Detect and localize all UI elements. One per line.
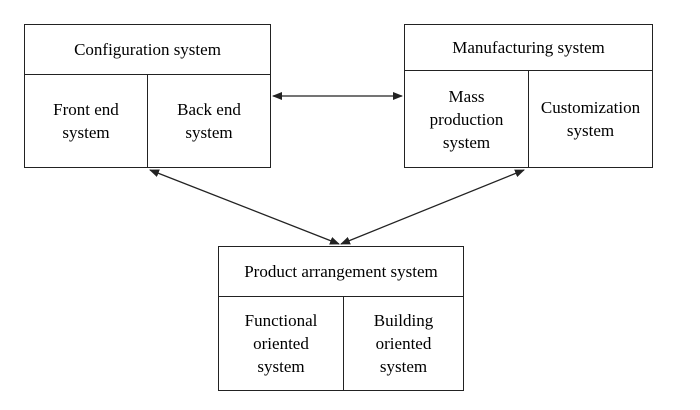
arrow-manufacturing-product	[340, 169, 525, 245]
back-end-system-cell: Back end system	[147, 75, 270, 167]
mass-production-system-cell: Mass production system	[429, 86, 504, 152]
arrow-config-product	[149, 169, 340, 245]
manufacturing-system-box: Manufacturing system Mass production sys…	[404, 24, 653, 168]
functional-oriented-system-cell: Functional oriented system	[244, 311, 318, 376]
building-oriented-system-cell: Building oriented system	[343, 297, 463, 390]
product-arrangement-system-title: Product arrangement system	[219, 247, 463, 297]
product-arrangement-system-box: Product arrangement system Functional or…	[218, 246, 464, 391]
configuration-system-title: Configuration system	[25, 25, 270, 75]
configuration-system-box: Configuration system Front end system Ba…	[24, 24, 271, 168]
front-end-system-cell: Front end system	[53, 100, 119, 142]
customization-system-cell: Customization system	[528, 71, 652, 167]
manufacturing-system-title: Manufacturing system	[405, 25, 652, 71]
